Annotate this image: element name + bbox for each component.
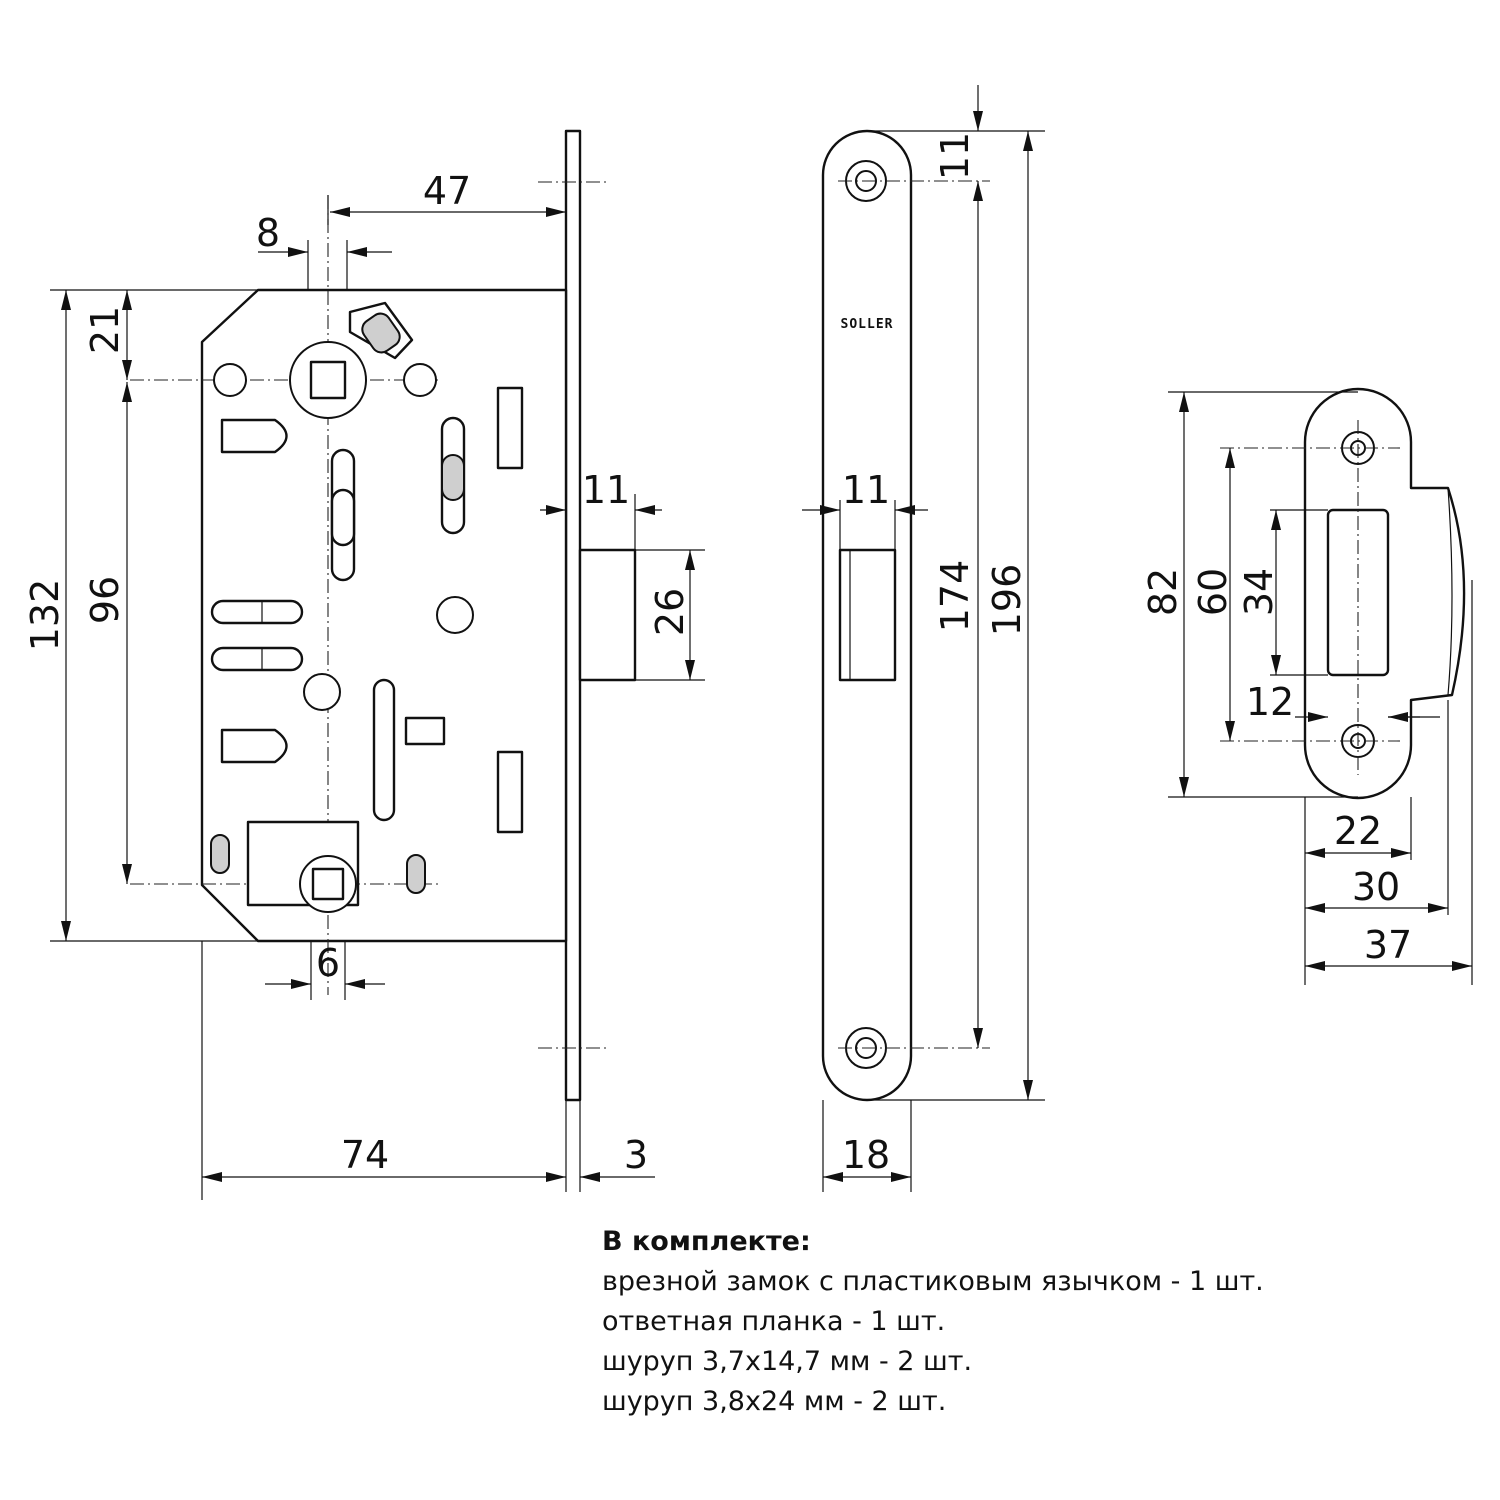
lock-body-view <box>50 129 705 1200</box>
lock-faceplate <box>564 129 582 1102</box>
dim-22: 22 <box>1334 809 1382 853</box>
dim-74: 74 <box>341 1133 389 1177</box>
dim-12: 12 <box>1246 680 1294 724</box>
dim-11-top: 11 <box>933 132 977 180</box>
dim-30: 30 <box>1352 865 1400 909</box>
kit-title: В комплекте: <box>602 1226 811 1257</box>
dim-34: 34 <box>1237 568 1281 616</box>
kit-item: шуруп 3,7x14,7 мм - 2 шт. <box>602 1346 973 1377</box>
dim-96: 96 <box>83 576 127 624</box>
logo-soller: SOLLER <box>841 317 894 332</box>
dim-3: 3 <box>624 1133 648 1177</box>
dimension-labels: 47 8 21 132 96 6 74 3 11 26 11 11 174 19… <box>23 132 1412 1177</box>
latch-bolt-front <box>838 548 897 682</box>
dim-6: 6 <box>316 941 340 985</box>
dim-82: 82 <box>1141 568 1185 616</box>
dim-18: 18 <box>842 1133 890 1177</box>
dim-26: 26 <box>648 588 692 636</box>
kit-item: шуруп 3,8x24 мм - 2 шт. <box>602 1386 947 1417</box>
dim-196: 196 <box>985 564 1029 637</box>
kit-item: врезной замок с пластиковым язычком - 1 … <box>602 1266 1264 1297</box>
dim-11-front: 11 <box>842 468 890 512</box>
spindle-square-upper <box>309 360 347 400</box>
dim-37: 37 <box>1364 923 1412 967</box>
spindle-square-lower <box>311 867 345 901</box>
latch-bolt <box>578 548 637 682</box>
kit-item: ответная планка - 1 шт. <box>602 1306 946 1337</box>
dim-21: 21 <box>83 306 127 354</box>
dim-47: 47 <box>423 169 471 213</box>
strike-plate-view <box>1168 387 1473 985</box>
dim-8: 8 <box>256 211 280 255</box>
dim-11-bolt: 11 <box>582 468 630 512</box>
dim-60: 60 <box>1191 568 1235 616</box>
faceplate-view: SOLLER <box>802 85 1045 1192</box>
kit-contents: В комплекте: врезной замок с пластиковым… <box>602 1222 1264 1422</box>
dim-174: 174 <box>933 560 977 633</box>
dim-132: 132 <box>23 579 67 652</box>
